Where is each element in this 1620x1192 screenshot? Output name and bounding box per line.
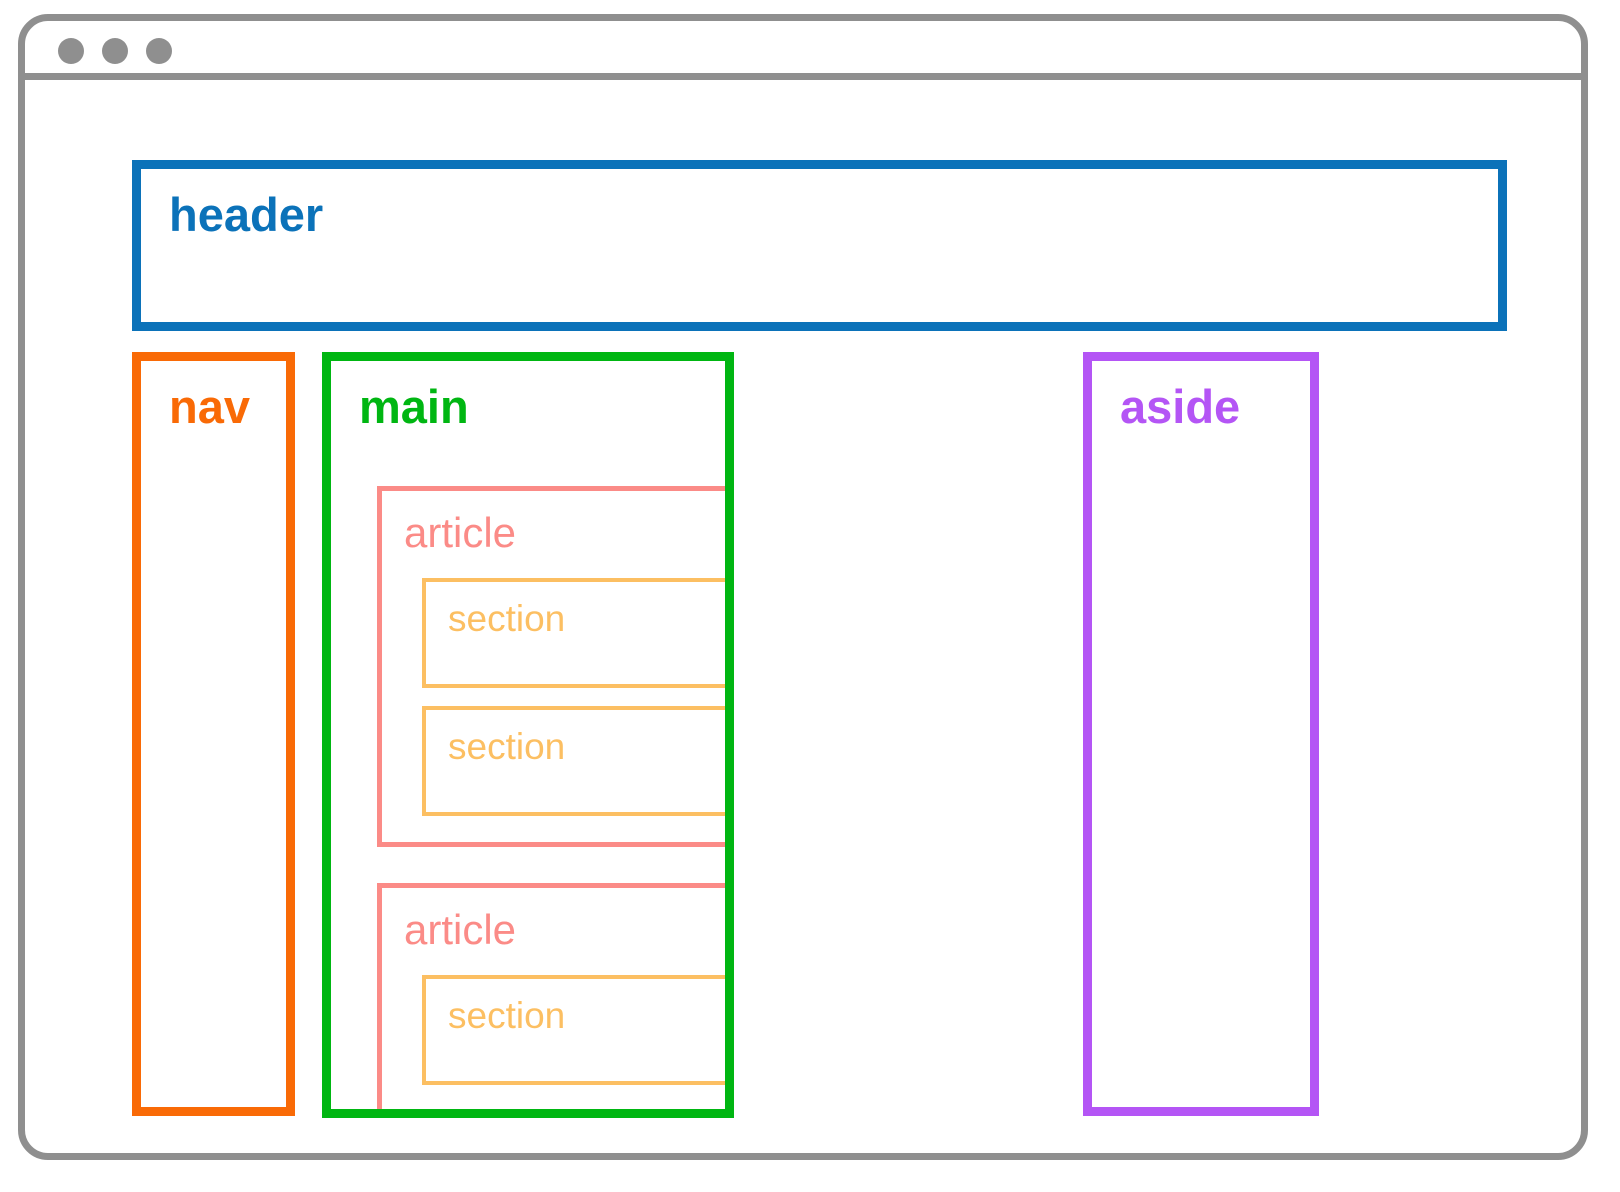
section-region: section xyxy=(422,578,725,688)
section-region-label: section xyxy=(448,995,566,1036)
article-region-label: article xyxy=(404,509,517,556)
aside-region: aside xyxy=(1083,352,1319,1116)
traffic-light-buttons xyxy=(58,38,172,64)
section-region: section xyxy=(422,975,725,1085)
minimize-window-dot-icon[interactable] xyxy=(102,38,128,64)
section-region-label: section xyxy=(448,726,566,767)
section-region-label: section xyxy=(448,598,566,639)
page-viewport: header nav main article section section … xyxy=(25,80,1581,1153)
nav-region: nav xyxy=(132,352,295,1116)
article-region: article section xyxy=(377,883,725,1109)
header-region-label: header xyxy=(169,188,324,241)
article-list: article section section article section xyxy=(377,486,725,1109)
article-region: article section section xyxy=(377,486,725,847)
aside-region-label: aside xyxy=(1120,380,1241,433)
article-region-label: article xyxy=(404,906,517,953)
browser-titlebar xyxy=(25,21,1581,80)
nav-region-label: nav xyxy=(169,380,250,433)
section-region: section xyxy=(422,706,725,816)
close-window-dot-icon[interactable] xyxy=(58,38,84,64)
main-region-label: main xyxy=(359,380,469,433)
maximize-window-dot-icon[interactable] xyxy=(146,38,172,64)
header-region: header xyxy=(132,160,1507,331)
browser-window-frame: header nav main article section section … xyxy=(18,14,1588,1160)
main-region: main article section section article sec… xyxy=(322,352,734,1118)
